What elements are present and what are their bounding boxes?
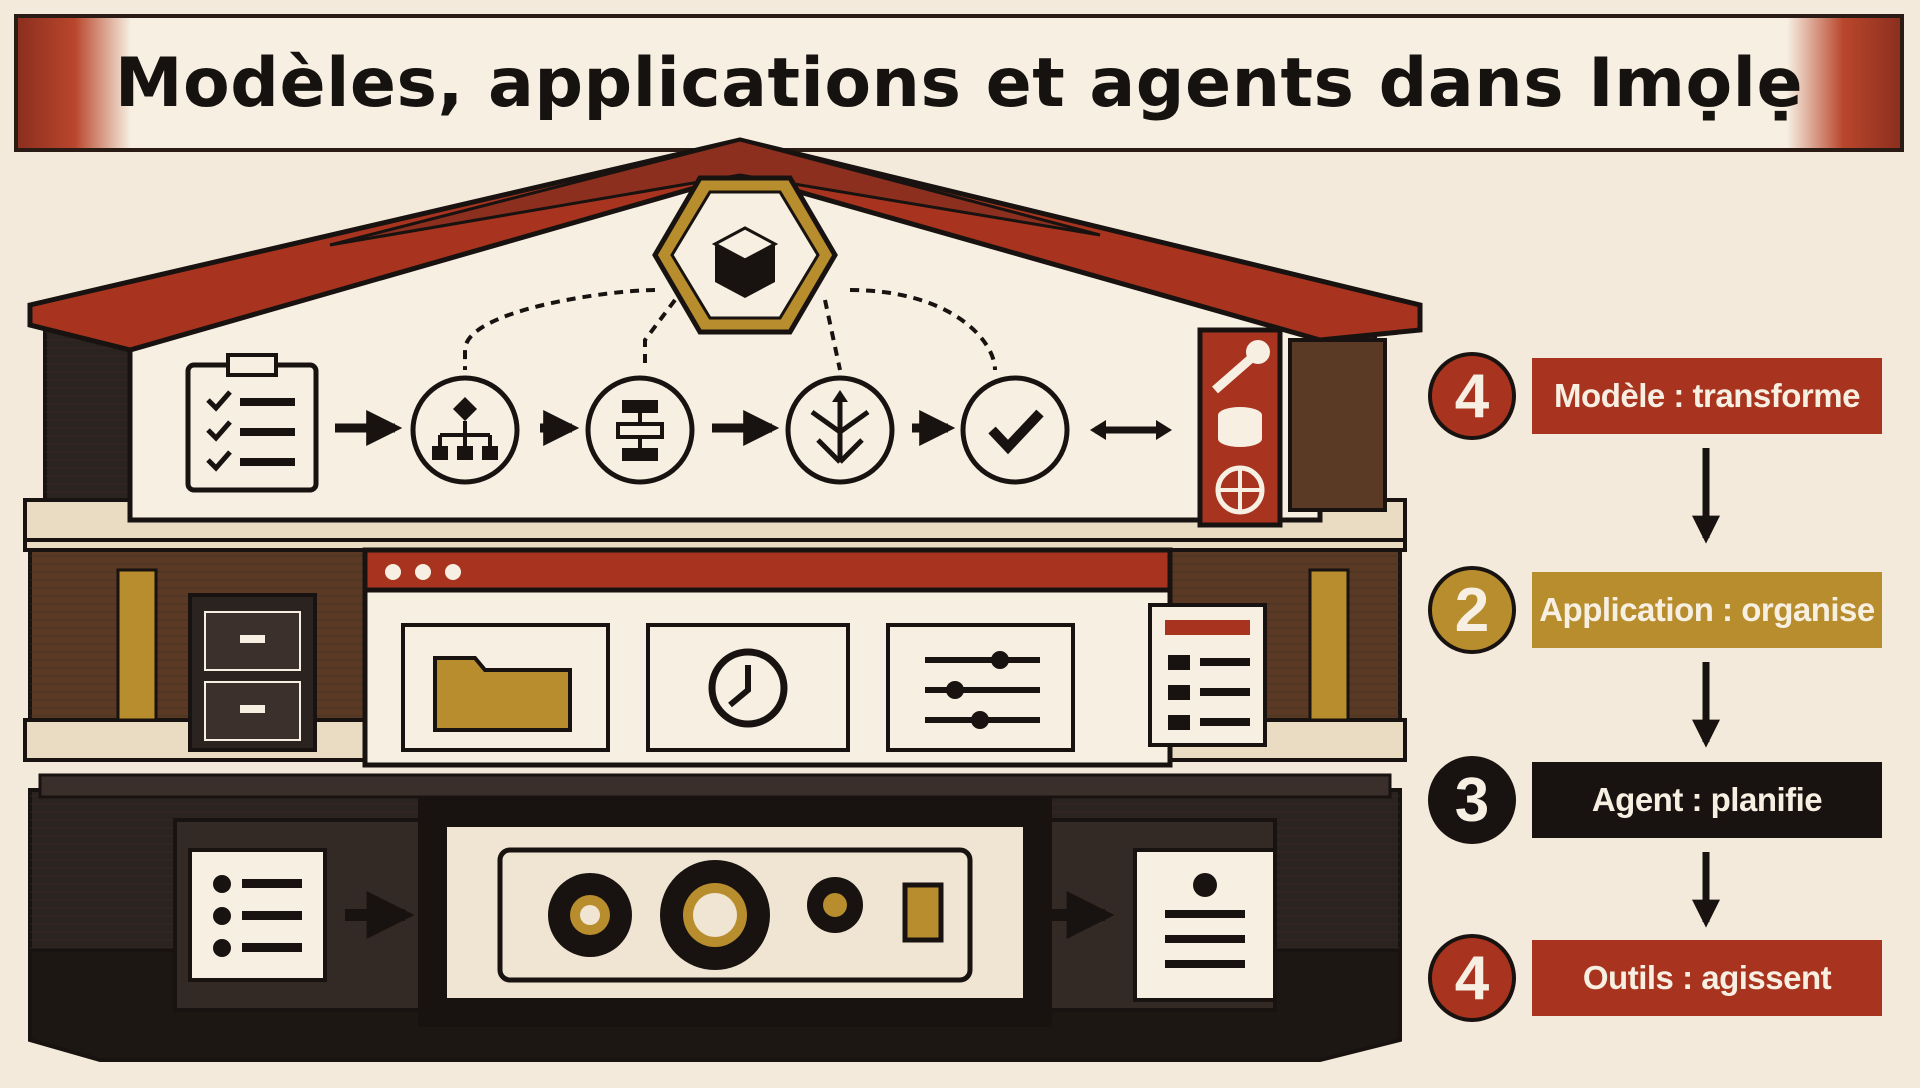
cube-icon	[652, 175, 838, 335]
wrench-icon	[1212, 340, 1270, 394]
sliders-icon	[925, 651, 1040, 729]
clipboard-checklist-icon	[185, 353, 319, 493]
gears-icon	[418, 798, 1052, 1027]
step-label: Outils : agissent	[1532, 940, 1882, 1016]
filing-cabinet-icon	[188, 593, 317, 752]
tools-panel	[1197, 327, 1387, 528]
hierarchy-icon	[410, 375, 520, 485]
list-icon	[188, 848, 327, 982]
application-window	[362, 547, 1173, 768]
title-banner: Modèles, applications et agents dans Imọ…	[14, 14, 1904, 152]
profile-document-icon	[1133, 848, 1277, 1002]
middle-layer	[23, 508, 1407, 768]
clock-icon	[708, 648, 788, 728]
double-arrow-icon	[1090, 420, 1172, 440]
step-badge: 4	[1428, 352, 1516, 440]
checkmark-icon	[960, 375, 1070, 485]
branching-arrows-icon	[785, 375, 895, 485]
step-badge: 3	[1428, 756, 1516, 844]
step-label: Application : organise	[1532, 572, 1882, 648]
document-list-icon	[1148, 603, 1267, 747]
step-badge: 4	[1428, 934, 1516, 1022]
folder-icon	[433, 656, 572, 732]
database-icon	[1218, 407, 1262, 447]
step-badge: 2	[1428, 566, 1516, 654]
top-layer	[23, 137, 1423, 542]
step-label: Agent : planifie	[1532, 762, 1882, 838]
globe-icon	[1215, 465, 1265, 515]
flowchart-icon	[585, 375, 695, 485]
step-label: Modèle : transforme	[1532, 358, 1882, 434]
page-title: Modèles, applications et agents dans Imọ…	[114, 43, 1804, 123]
bottom-layer	[28, 773, 1402, 1062]
